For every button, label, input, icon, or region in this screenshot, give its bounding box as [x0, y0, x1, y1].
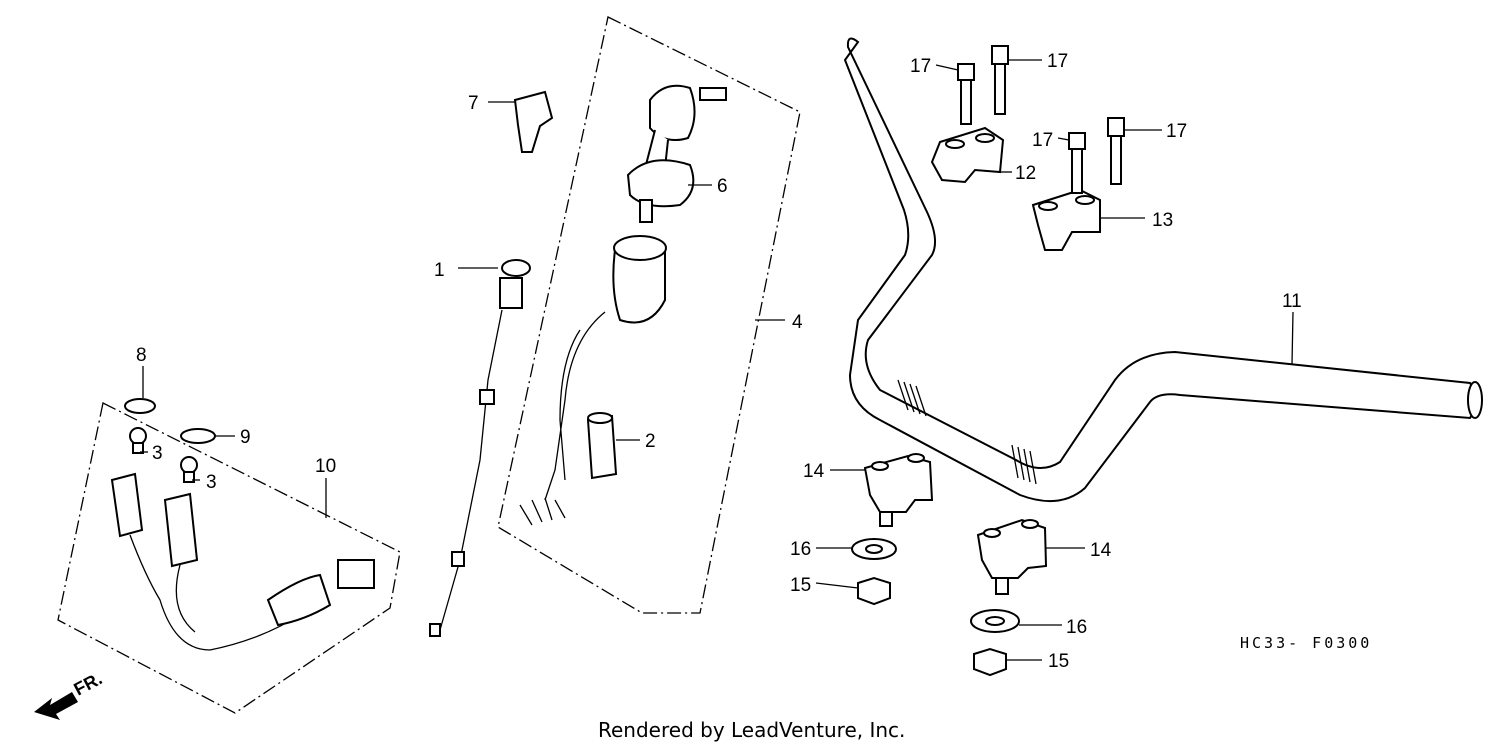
handlebar	[843, 37, 1483, 503]
cap-2-top	[587, 412, 613, 424]
bulb-3-b	[180, 456, 198, 483]
callout-15a: 15	[790, 575, 811, 596]
ignition-switch-group-outline	[497, 16, 801, 614]
key-7	[513, 90, 554, 153]
wire-harness-10	[110, 472, 375, 651]
leader-17a	[935, 64, 959, 71]
nut-15-b	[973, 647, 1007, 677]
callout-11: 11	[1282, 291, 1302, 312]
cap-2	[586, 414, 618, 480]
callout-17c: 17	[1032, 130, 1053, 151]
leader-15a	[815, 582, 859, 589]
washer-16-b-hole	[985, 616, 1005, 626]
upper-holder-12-hole	[945, 139, 965, 149]
upper-holder-12-hole-2	[975, 133, 995, 143]
grommet-8	[124, 398, 156, 414]
upper-holder-13-hole-2	[1075, 195, 1095, 205]
indicator-cable-1	[429, 259, 531, 637]
front-marker-label: FR.	[70, 668, 105, 699]
callout-17d: 17	[1166, 121, 1187, 142]
lower-holder-14-a	[863, 453, 934, 527]
callout-6: 6	[717, 176, 728, 197]
grommet-9	[180, 428, 216, 444]
credit-text: Rendered by LeadVenture, Inc.	[598, 718, 905, 742]
callout-7: 7	[468, 93, 479, 114]
callout-15b: 15	[1048, 651, 1069, 672]
callout-10: 10	[315, 456, 336, 477]
callout-12: 12	[1015, 163, 1036, 184]
bolt-17-d	[1107, 117, 1125, 185]
diagram-code: HC33- F0300	[1240, 634, 1372, 652]
callout-14b: 14	[1090, 540, 1112, 561]
lower-holder-14-b	[976, 518, 1048, 595]
callout-16a: 16	[790, 539, 811, 560]
bolt-17-b	[991, 45, 1009, 115]
callout-2: 2	[645, 431, 656, 452]
wire-harness-group-outline	[57, 402, 401, 714]
callout-17b: 17	[1047, 51, 1068, 72]
bulb-3-a	[129, 427, 147, 454]
leader-11	[1291, 311, 1294, 365]
washer-16-a-hole	[865, 544, 883, 554]
front-arrow-icon	[34, 692, 78, 720]
callout-4: 4	[792, 312, 803, 333]
callout-9: 9	[240, 427, 251, 448]
callout-8: 8	[136, 345, 147, 366]
leader-17c	[1057, 137, 1070, 141]
callout-13: 13	[1152, 210, 1173, 231]
callout-17a: 17	[910, 56, 931, 77]
upper-holder-13-hole	[1038, 201, 1058, 211]
callout-1: 1	[434, 260, 445, 281]
nut-15-a	[857, 576, 891, 606]
key-set-6	[626, 84, 727, 223]
callout-3a: 3	[152, 443, 163, 464]
callout-14a: 14	[803, 461, 825, 482]
ignition-switch-4	[519, 235, 667, 526]
callout-3b: 3	[206, 472, 217, 493]
bolt-17-c	[1068, 132, 1086, 194]
bolt-17-a	[957, 63, 975, 125]
callout-16b: 16	[1066, 617, 1087, 638]
